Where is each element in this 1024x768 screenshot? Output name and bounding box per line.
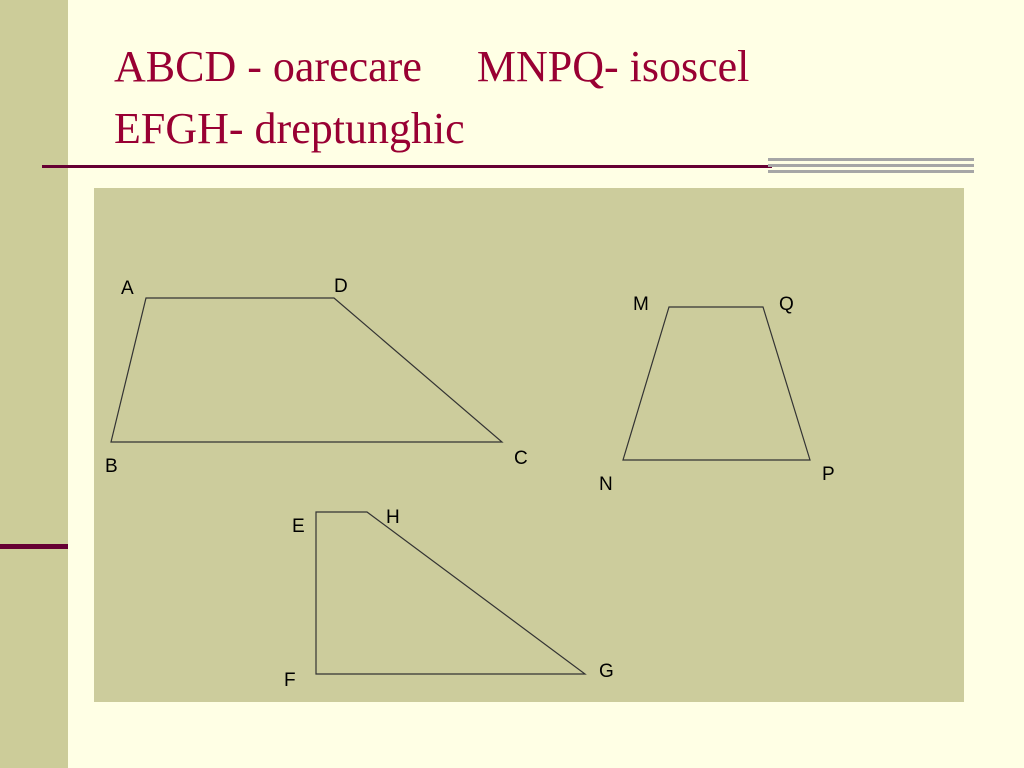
slide-title-line-1: ABCD - oarecare MNPQ- isoscel bbox=[114, 42, 750, 91]
vertex-label-q: Q bbox=[779, 294, 794, 315]
vertex-label-c: C bbox=[514, 448, 528, 469]
title-underline bbox=[42, 165, 772, 168]
vertex-label-e: E bbox=[292, 516, 305, 537]
side-band bbox=[0, 0, 68, 768]
vertex-label-g: G bbox=[599, 661, 614, 682]
vertex-label-f: F bbox=[284, 670, 296, 691]
diagram-panel: A D C B M Q P N E H G F bbox=[94, 188, 964, 702]
trapezoid-abcd: A D C B bbox=[105, 276, 528, 477]
vertex-label-m: M bbox=[633, 294, 649, 315]
slide-title-line-2: EFGH- dreptunghic bbox=[114, 104, 465, 153]
vertex-label-h: H bbox=[386, 507, 400, 528]
trapezoid-mnpq: M Q P N bbox=[599, 294, 835, 495]
trapezoids-diagram: A D C B M Q P N E H G F bbox=[105, 276, 835, 691]
vertex-label-b: B bbox=[105, 456, 118, 477]
vertex-label-p: P bbox=[822, 464, 835, 485]
trapezoid-abcd-shape bbox=[110, 297, 504, 443]
trapezoid-efgh: E H G F bbox=[284, 507, 614, 691]
side-accent-tick bbox=[0, 544, 68, 549]
vertex-label-a: A bbox=[121, 278, 134, 299]
trapezoid-mnpq-shape bbox=[622, 306, 811, 461]
trapezoid-efgh-shape bbox=[315, 511, 587, 675]
vertex-label-n: N bbox=[599, 474, 613, 495]
title-rule-accent bbox=[768, 158, 974, 178]
vertex-label-d: D bbox=[334, 276, 348, 297]
